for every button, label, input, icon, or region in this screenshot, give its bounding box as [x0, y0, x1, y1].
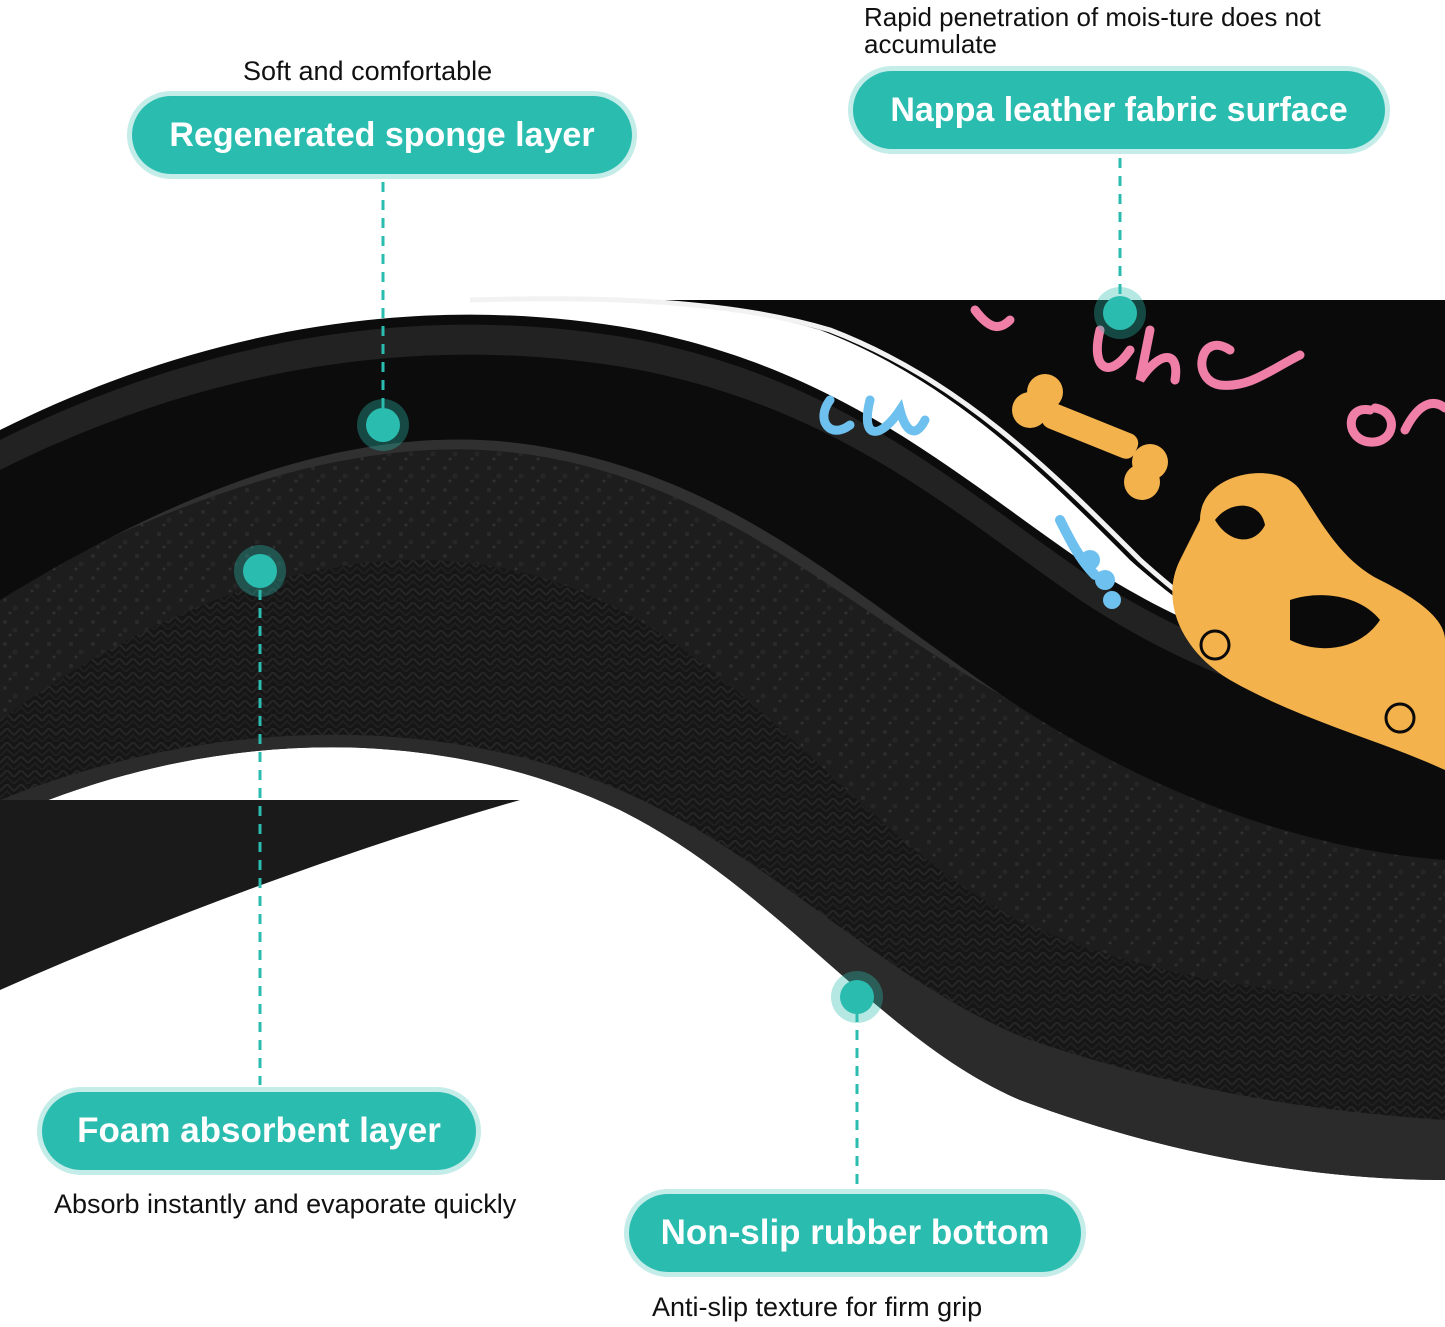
sponge-layer-label: Regenerated sponge layer — [132, 96, 632, 174]
paw-icon — [1080, 550, 1121, 609]
bone-icon — [1012, 374, 1168, 500]
print-lettering — [819, 305, 1445, 580]
dog-icon — [1172, 473, 1445, 770]
foam-layer-label: Foam absorbent layer — [42, 1092, 476, 1170]
nappa-caption: Rapid penetration of mois-ture does not … — [864, 2, 1321, 59]
nappa-surface-label: Nappa leather fabric surface — [853, 71, 1385, 149]
rubber-caption: Anti-slip texture for firm grip — [652, 1292, 983, 1322]
sponge-caption: Soft and comfortable — [243, 56, 493, 86]
rubber-bottom-layer — [0, 718, 1445, 1327]
foam-caption: Absorb instantly and evaporate quickly — [54, 1189, 517, 1219]
rubber-bottom-label: Non-slip rubber bottom — [629, 1194, 1081, 1272]
sponge-layer — [0, 314, 1445, 860]
foam-layer — [0, 421, 1445, 997]
